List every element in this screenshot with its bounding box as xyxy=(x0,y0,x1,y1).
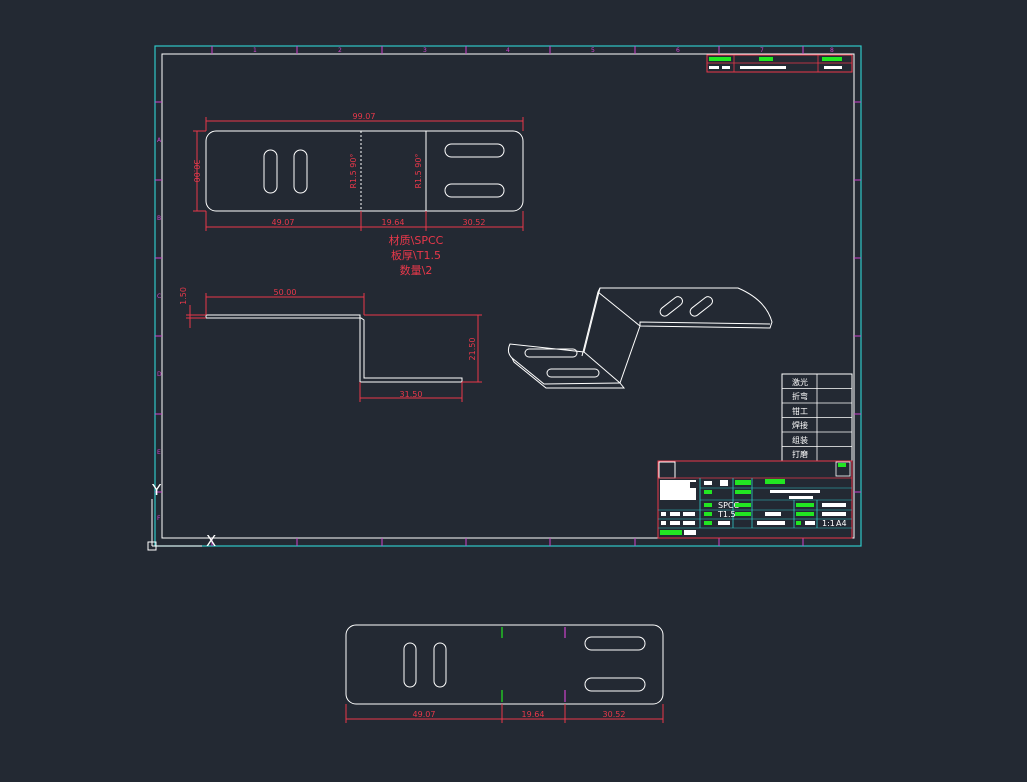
bottom-slot-vertical-2 xyxy=(433,642,447,688)
bend-note-a: R1.5 90° xyxy=(349,153,358,188)
iso-top-flange xyxy=(597,287,773,329)
tick-label-E: E xyxy=(157,449,161,456)
tb-sheet: A4 xyxy=(836,519,847,528)
bottom-slot-horizontal-2 xyxy=(584,677,646,692)
tick-label-F: F xyxy=(157,515,161,522)
process-step-1: 激光 xyxy=(792,377,808,387)
slot-horizontal-2 xyxy=(444,183,505,198)
iso-bottom-flange xyxy=(507,343,621,385)
note-thickness: 板厚\T1.5 xyxy=(391,248,441,262)
title-block: SPCC T1.5 1:1 A4 xyxy=(657,460,853,539)
dim-height: 30.00 xyxy=(192,160,201,183)
tick-label-1: 1 xyxy=(253,47,257,54)
process-step-6: 打磨 xyxy=(792,449,808,459)
bottom-dim-seg2: 19.64 xyxy=(522,710,545,719)
tick-label-3: 3 xyxy=(423,47,427,54)
iso-slot-1 xyxy=(659,296,684,317)
dim-bottom-length: 31.50 xyxy=(400,390,423,399)
outer-border xyxy=(154,45,862,547)
dim-seg2: 19.64 xyxy=(382,218,405,227)
tick-label-A: A xyxy=(157,137,162,144)
bottom-dim-seg3: 30.52 xyxy=(603,710,626,719)
inner-border xyxy=(161,53,855,539)
dim-top-length: 50.00 xyxy=(274,288,297,297)
ucs-y-label: Y xyxy=(151,481,162,499)
tick-label-7: 7 xyxy=(760,47,764,54)
slot-vertical-1 xyxy=(263,149,278,194)
flat-dim-lines xyxy=(193,117,524,231)
sheet-frame: 1 2 3 4 5 6 7 8 A B C D E F xyxy=(154,45,862,547)
tick-label-C: C xyxy=(157,293,161,300)
tb-thickness: T1.5 xyxy=(717,510,736,519)
dim-overall-width: 99.07 xyxy=(353,112,376,121)
tick-label-8: 8 xyxy=(830,47,834,54)
bottom-ticks xyxy=(211,538,804,546)
ucs-x-label: X xyxy=(206,532,216,550)
side-view[interactable]: 50.00 21.50 31.50 1.50 xyxy=(179,287,482,402)
bend-note-b: R1.5 90° xyxy=(414,153,423,188)
iso-slot-2 xyxy=(689,296,714,317)
tb-scale: 1:1 xyxy=(822,519,835,528)
iso-slot-3 xyxy=(524,348,578,358)
tick-label-6: 6 xyxy=(676,47,680,54)
process-step-3: 钳工 xyxy=(792,406,808,416)
bottom-slot-horizontal-1 xyxy=(584,636,646,651)
iso-bottom-flange-edge xyxy=(511,357,626,389)
bottom-flat-outline xyxy=(345,624,664,705)
tick-label-4: 4 xyxy=(506,47,510,54)
bottom-slot-vertical-1 xyxy=(403,642,417,688)
iso-web xyxy=(583,287,641,384)
iso-web-edge xyxy=(581,291,599,357)
flat-pattern-view[interactable]: 99.07 49.07 19.64 30.52 30.00 R1.5 90° R… xyxy=(192,112,524,231)
iso-slot-4 xyxy=(546,368,600,378)
dim-thickness: 1.50 xyxy=(179,287,188,305)
slot-horizontal-1 xyxy=(444,143,505,158)
note-material: 材质\SPCC xyxy=(389,233,444,247)
top-id-block xyxy=(706,54,853,73)
process-table: 激光 折弯 钳工 焊接 组装 打磨 xyxy=(781,373,853,462)
process-step-2: 折弯 xyxy=(792,391,808,401)
tick-label-D: D xyxy=(157,371,162,378)
dim-seg3: 30.52 xyxy=(463,218,486,227)
ucs-icon: X Y xyxy=(147,481,216,551)
tick-label-B: B xyxy=(157,215,161,222)
dim-seg1: 49.07 xyxy=(272,218,295,227)
tick-label-5: 5 xyxy=(591,47,595,54)
bottom-dim-seg1: 49.07 xyxy=(413,710,436,719)
side-ticks xyxy=(155,101,861,493)
iso-top-flange-edge xyxy=(639,321,771,326)
side-profile xyxy=(205,314,463,383)
flat-outline xyxy=(205,130,524,212)
bottom-dim-lines xyxy=(345,704,664,723)
note-quantity: 数量\2 xyxy=(400,264,433,277)
material-notes: 材质\SPCC 板厚\T1.5 数量\2 xyxy=(389,233,444,277)
tick-label-2: 2 xyxy=(338,47,342,54)
side-dim-lines xyxy=(186,293,482,402)
process-step-5: 组装 xyxy=(792,435,808,445)
isometric-view[interactable] xyxy=(507,287,773,389)
dim-side-height: 21.50 xyxy=(468,338,477,361)
process-step-4: 焊接 xyxy=(792,420,808,430)
slot-vertical-2 xyxy=(293,149,308,194)
tb-material: SPCC xyxy=(718,501,739,510)
bottom-flat-view[interactable]: 49.07 19.64 30.52 xyxy=(345,624,664,723)
top-ticks xyxy=(211,46,804,54)
